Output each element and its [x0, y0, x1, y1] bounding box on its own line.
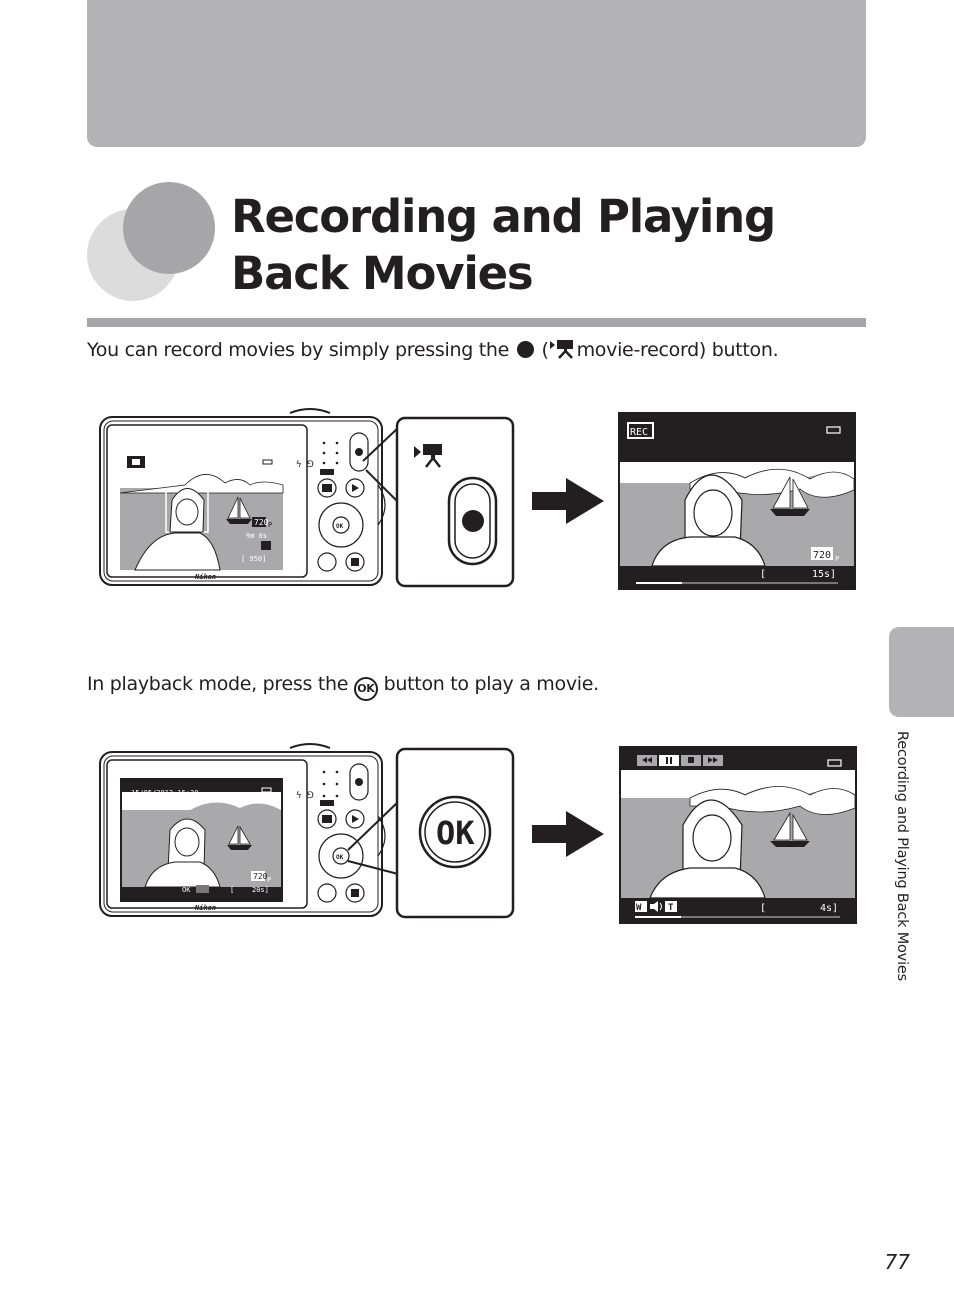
movie-record-button-callout [395, 416, 515, 588]
ok-label: OK [436, 814, 475, 852]
lcd-movie-size: 720 [254, 518, 269, 527]
svg-text:[: [ [760, 569, 766, 580]
page-number: 77 [884, 1250, 910, 1274]
ok-button-icon: OK [353, 677, 378, 701]
playback-remaining: 4s] [820, 903, 838, 914]
figure-record-movie: 720 P 9m 0s [ 950] Nikon ϟ ⅁ OK [99, 408, 856, 590]
record-arrow [532, 478, 604, 524]
lcd-filename: 0010. AVI [131, 802, 169, 810]
camera-back-illustration-playback: 15/05/2012 15:30 0010. AVI 720 P OK : [ … [99, 743, 399, 917]
lcd-movie-size-suffix: P [268, 521, 272, 529]
record-instruction: You can record movies by simply pressing… [87, 339, 779, 361]
recording-screen: REC 720 P [ 15s] [618, 412, 856, 590]
chapter-side-tab [889, 627, 954, 717]
title-rule [87, 318, 866, 327]
figure-playback-movie: 15/05/2012 15:30 0010. AVI 720 P OK : [ … [99, 743, 857, 924]
camera-brand-logo: Nikon [194, 573, 216, 581]
svg-text:[: [ [230, 886, 234, 894]
lcd-size: 720 [253, 872, 268, 881]
camera-back-illustration: 720 P 9m 0s [ 950] Nikon ϟ ⅁ OK [99, 408, 399, 586]
movie-camera-icon [549, 340, 573, 359]
lcd-remaining: [ 950] [241, 555, 266, 563]
svg-text:OK: OK [336, 854, 344, 861]
lcd-datetime: 15/05/2012 15:30 [131, 789, 198, 797]
recording-remaining: 15s] [812, 569, 836, 580]
recording-size-suffix: P [835, 555, 839, 563]
record-text-after: movie-record) button. [576, 339, 779, 361]
playback-instruction: In playback mode, press the OK button to… [87, 671, 599, 701]
lcd-duration: 20s] [252, 886, 269, 894]
svg-text:OK: OK [336, 523, 344, 530]
svg-text:ϟ ⅁: ϟ ⅁ [296, 460, 314, 470]
playback-text-after: button to play a movie. [383, 673, 600, 695]
record-text-before: You can record movies by simply pressing… [87, 339, 509, 361]
chapter-header-banner [87, 0, 866, 147]
playback-arrow [532, 811, 604, 857]
recording-size: 720 [813, 550, 831, 561]
svg-text:T: T [668, 903, 674, 913]
ok-button-callout: OK [395, 747, 515, 919]
chapter-title: Recording and Playing Back Movies [231, 190, 776, 300]
svg-text:ϟ ⅁: ϟ ⅁ [296, 791, 314, 801]
chapter-decor-circle-dark [123, 182, 215, 274]
record-dot-icon [516, 341, 534, 358]
playback-screen: W T [ 4s] [619, 746, 857, 924]
lcd-size-suffix: P [267, 876, 271, 884]
chapter-side-label: Recording and Playing Back Movies [894, 731, 910, 981]
lcd-ok-hint: OK : [182, 886, 199, 894]
rec-badge: REC [630, 427, 648, 438]
lcd-time: 9m 0s [246, 532, 267, 540]
playback-text-before: In playback mode, press the [87, 673, 349, 695]
camera-brand-logo-playback: Nikon [194, 904, 216, 912]
svg-text:[: [ [760, 903, 766, 914]
svg-text:W: W [636, 903, 642, 913]
